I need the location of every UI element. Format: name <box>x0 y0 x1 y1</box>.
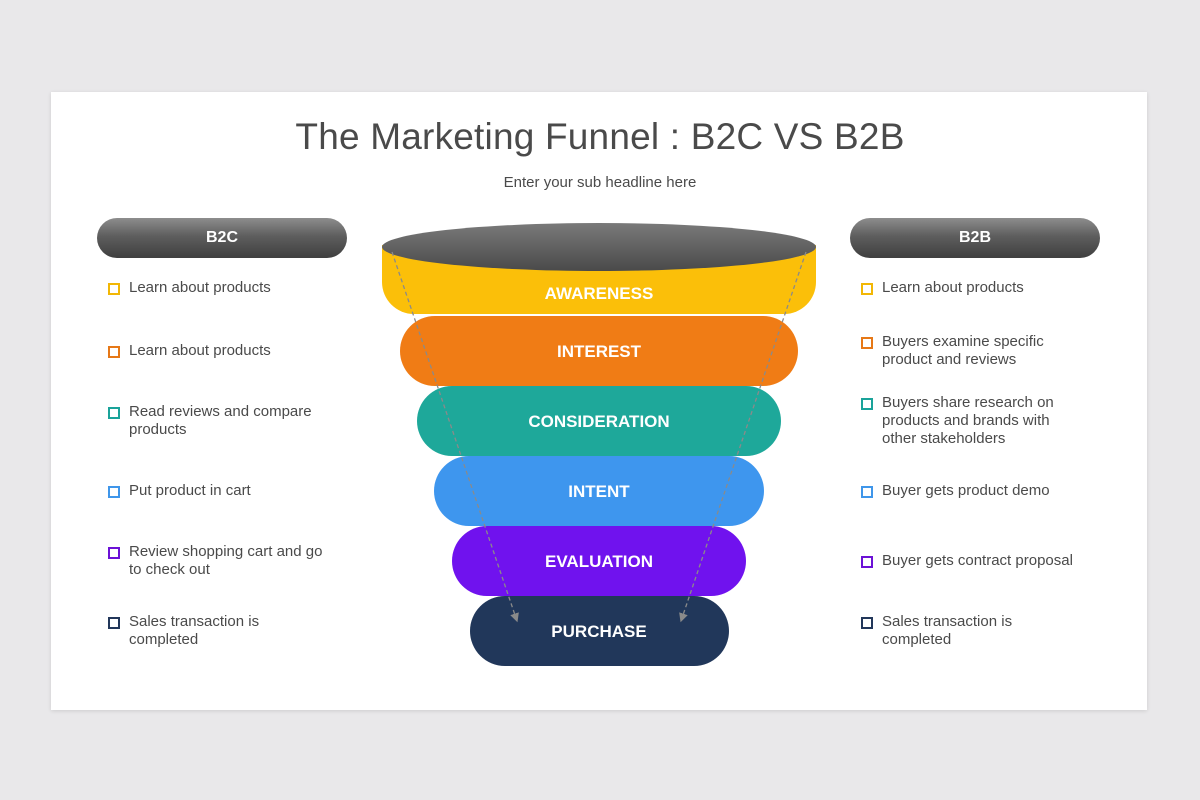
funnel-rim <box>382 223 816 271</box>
b2c-item-text: Learn about products <box>129 279 271 296</box>
funnel-stage-intent: INTENT <box>434 456 764 526</box>
purchase-band <box>470 596 729 666</box>
evaluation-band <box>452 526 746 596</box>
b2c-header-pill: B2C <box>97 218 347 258</box>
checkbox-square-icon <box>861 398 873 410</box>
b2b-item: Buyer gets product demo <box>861 482 1101 500</box>
b2b-item-text: Buyers share research on products and br… <box>882 394 1054 447</box>
b2b-item-text: Buyer gets contract proposal <box>882 552 1073 569</box>
b2b-header-pill: B2B <box>850 218 1100 258</box>
consideration-label: CONSIDERATION <box>528 412 669 431</box>
b2b-item-text: Learn about products <box>882 279 1024 296</box>
marketing-funnel: PURCHASE EVALUATION INTENT CONSIDERATION… <box>382 223 816 666</box>
interest-band <box>400 316 798 386</box>
purchase-label: PURCHASE <box>551 622 646 641</box>
checkbox-square-icon <box>108 407 120 419</box>
checkbox-square-icon <box>861 486 873 498</box>
page-subtitle: Enter your sub headline here <box>503 174 697 191</box>
right-flow-arrow-icon <box>679 251 807 623</box>
checkbox-square-icon <box>108 617 120 629</box>
b2c-header-label: B2C <box>205 229 238 246</box>
b2b-item-text: Sales transaction is completed <box>882 613 1013 648</box>
b2c-item: Learn about products <box>108 279 348 297</box>
b2b-item: Learn about products <box>861 279 1101 297</box>
b2b-item: Buyers share research on products and br… <box>861 394 1081 448</box>
checkbox-square-icon <box>861 556 873 568</box>
b2c-item-text: Read reviews and compare products <box>129 403 312 438</box>
b2b-item-text: Buyers examine specific product and revi… <box>882 333 1044 368</box>
checkbox-square-icon <box>108 547 120 559</box>
checkbox-square-icon <box>108 486 120 498</box>
b2c-item-text: Review shopping cart and go to check out <box>129 543 323 578</box>
b2c-item: Learn about products <box>108 342 348 360</box>
interest-label: INTEREST <box>557 342 642 361</box>
b2c-item: Review shopping cart and go to check out <box>108 543 328 579</box>
funnel-stage-evaluation: EVALUATION <box>452 526 746 596</box>
b2c-item: Read reviews and compare products <box>108 403 338 439</box>
b2b-item: Buyers examine specific product and revi… <box>861 333 1076 369</box>
checkbox-square-icon <box>861 337 873 349</box>
checkbox-square-icon <box>108 346 120 358</box>
checkbox-square-icon <box>108 283 120 295</box>
b2b-item: Sales transaction is completed <box>861 613 1051 649</box>
consideration-band <box>417 386 781 456</box>
intent-band <box>434 456 764 526</box>
funnel-stage-consideration: CONSIDERATION <box>417 386 781 456</box>
left-flow-arrow-icon <box>391 251 519 623</box>
b2b-item: Buyer gets contract proposal <box>861 552 1101 570</box>
b2c-item-text: Learn about products <box>129 342 271 359</box>
awareness-label: AWARENESS <box>545 284 654 303</box>
b2c-item-text: Put product in cart <box>129 482 251 499</box>
b2b-item-text: Buyer gets product demo <box>882 482 1050 499</box>
funnel-stage-interest: INTEREST <box>400 316 798 386</box>
intent-label: INTENT <box>568 482 630 501</box>
b2c-item: Put product in cart <box>108 482 348 500</box>
page-title: The Marketing Funnel : B2C VS B2B <box>295 116 905 157</box>
b2b-header-label: B2B <box>958 229 991 246</box>
checkbox-square-icon <box>861 283 873 295</box>
evaluation-label: EVALUATION <box>545 552 653 571</box>
funnel-stage-purchase: PURCHASE <box>470 596 729 666</box>
checkbox-square-icon <box>861 617 873 629</box>
b2c-item: Sales transaction is completed <box>108 613 298 649</box>
b2c-item-text: Sales transaction is completed <box>129 613 260 648</box>
